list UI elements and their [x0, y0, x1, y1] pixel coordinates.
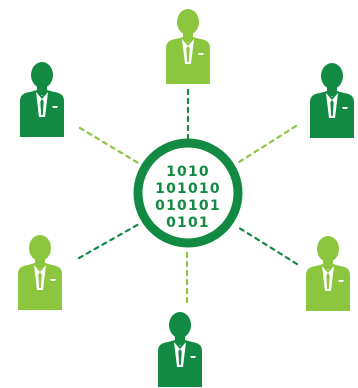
businessperson-icon — [158, 312, 202, 387]
connector-bottom-left — [77, 222, 141, 260]
businessperson-icon — [166, 9, 210, 84]
binary-line-3: 010101 — [155, 198, 221, 214]
connector-top-right — [234, 124, 298, 166]
central-binary-hub: 1010 101010 010101 0101 — [133, 138, 243, 248]
connectors-layer — [77, 88, 299, 304]
connector-bottom-right — [234, 224, 299, 266]
hub-ring — [133, 138, 243, 248]
connector-top-left — [78, 126, 142, 166]
binary-line-4: 0101 — [166, 215, 210, 231]
binary-line-1: 1010 — [166, 164, 210, 180]
businessperson-icon — [18, 235, 62, 310]
businessperson-icon — [306, 236, 350, 311]
businessperson-icon — [20, 62, 64, 137]
binary-line-2: 101010 — [155, 181, 221, 197]
businessperson-icon — [310, 63, 354, 138]
people-layer — [18, 9, 354, 387]
